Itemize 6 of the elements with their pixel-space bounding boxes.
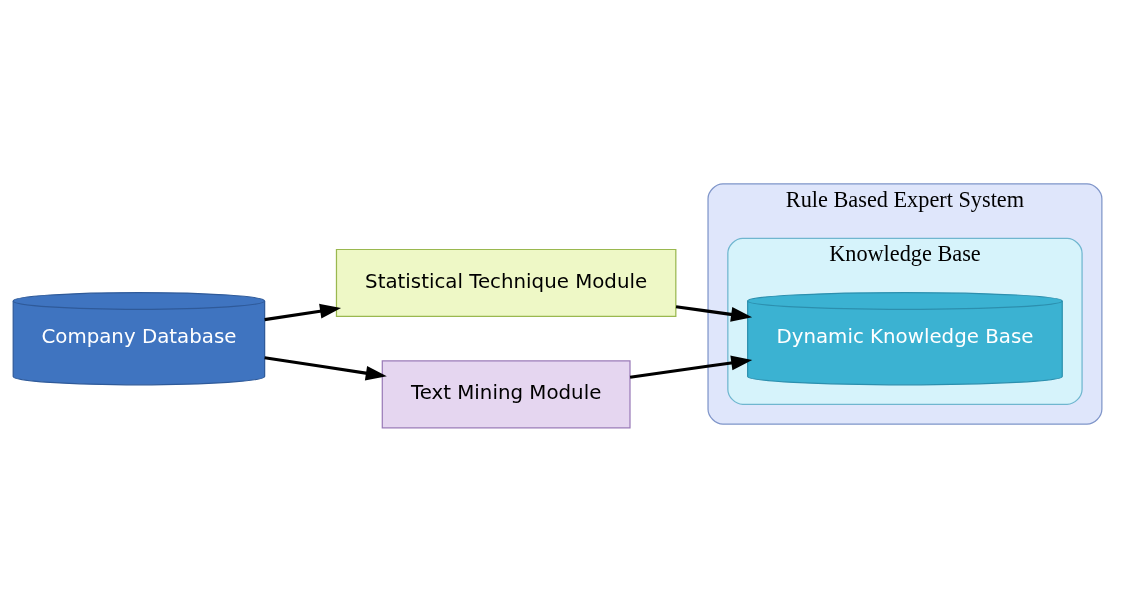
arrow bbox=[675, 304, 753, 322]
node-box: Statistical Technique Module bbox=[335, 248, 677, 317]
arrow bbox=[264, 303, 342, 321]
node-box: Text Mining Module bbox=[381, 359, 631, 428]
arrow bbox=[264, 355, 387, 380]
arrow bbox=[629, 355, 753, 379]
